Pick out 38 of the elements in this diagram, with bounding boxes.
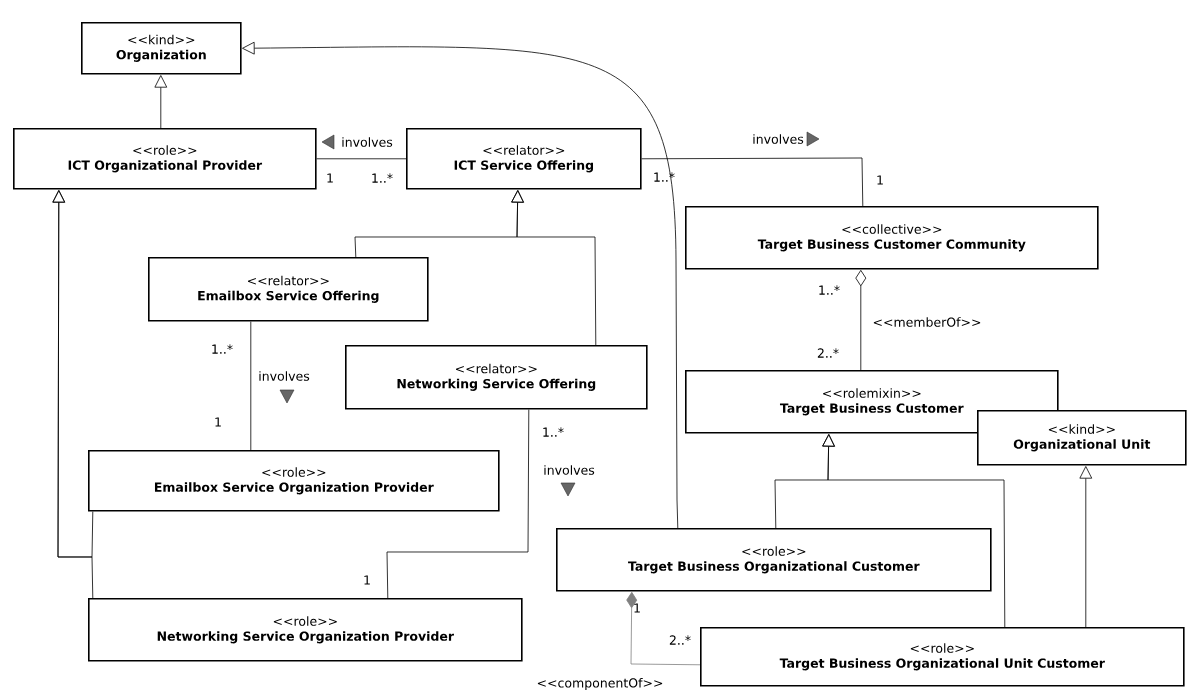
class-box: <<role>> Emailbox Service Organization Provider xyxy=(88,450,500,512)
association-line xyxy=(641,157,864,207)
multiplicity-label: 1 xyxy=(877,175,883,185)
class-box: <<relator>> Emailbox Service Offering xyxy=(148,257,429,322)
multiplicity-label: 1..* xyxy=(372,173,393,183)
class-box: <<role>> ICT Organizational Provider xyxy=(13,128,317,190)
association-line xyxy=(626,591,701,666)
association-line xyxy=(386,409,530,599)
edge-label: involves xyxy=(751,133,805,145)
class-box: <<role>> Target Business Organizational Customer xyxy=(556,528,992,592)
edge-label: involves xyxy=(542,464,596,476)
multiplicity-label: 1..* xyxy=(819,285,840,295)
generalization-arrow xyxy=(511,190,597,346)
generalization-arrow xyxy=(1079,466,1093,628)
generalization-arrow xyxy=(242,41,679,529)
multiplicity-label: 1 xyxy=(215,417,221,427)
class-box: <<role>> Networking Service Organization Provider xyxy=(88,598,523,662)
multiplicity-label: 1 xyxy=(364,575,370,585)
association-line xyxy=(316,158,407,160)
edge-label: <<componentOf>> xyxy=(535,676,665,692)
multiplicity-label: 1..* xyxy=(543,427,564,437)
class-box: <<relator>> ICT Service Offering xyxy=(406,128,642,190)
association-line xyxy=(855,269,867,371)
edge-label: involves xyxy=(340,136,394,148)
multiplicity-label: 2..* xyxy=(817,348,839,358)
multiplicity-label: 1..* xyxy=(654,172,675,182)
association-line xyxy=(250,321,252,451)
multiplicity-label: 1..* xyxy=(212,344,233,354)
multiplicity-label: 1 xyxy=(634,603,640,613)
class-box: <<kind>> Organizational Unit xyxy=(977,410,1187,466)
class-box: <<relator>> Networking Service Offering xyxy=(345,345,648,410)
class-box: <<collective>> Target Business Customer Community xyxy=(685,206,1099,270)
class-box: <<kind>> Organization xyxy=(81,22,242,75)
edge-label: involves xyxy=(257,370,311,382)
generalization-arrow xyxy=(822,434,1006,628)
edge-label: <<memberOf>> xyxy=(871,316,983,328)
class-box: <<role>> Target Business Organizational Unit Customer xyxy=(700,627,1185,687)
generalization-arrow xyxy=(154,75,168,129)
